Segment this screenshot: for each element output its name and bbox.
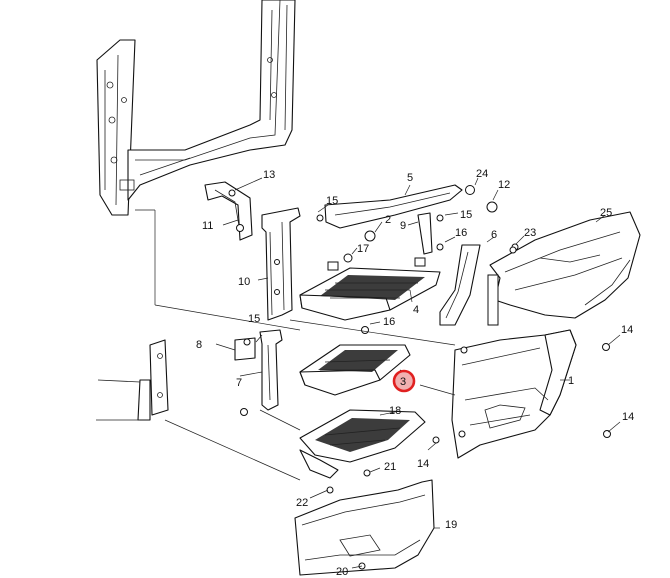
upper-step-4 bbox=[299, 257, 441, 321]
fasteners bbox=[240, 246, 611, 494]
callout-21: 21 bbox=[384, 461, 396, 473]
callout-4: 4 bbox=[413, 304, 419, 316]
callout-15b: 15 bbox=[460, 209, 472, 221]
callout-labels: 1 2 3 4 5 6 7 8 9 10 11 12 13 14 14 14 1… bbox=[196, 168, 634, 578]
bracket-10 bbox=[261, 207, 301, 321]
callout-3-highlight bbox=[392, 369, 416, 393]
lower-panel-19 bbox=[294, 479, 435, 576]
middle-step-3 bbox=[299, 344, 411, 396]
callout-6: 6 bbox=[491, 229, 497, 241]
leader-lines bbox=[135, 177, 621, 569]
callout-25: 25 bbox=[600, 207, 612, 219]
callout-14b: 14 bbox=[622, 411, 634, 423]
rail-5 bbox=[316, 184, 498, 263]
bracket-9 bbox=[417, 212, 433, 255]
lower-step-18 bbox=[299, 409, 440, 479]
callout-18: 18 bbox=[389, 405, 401, 417]
housing-1 bbox=[451, 329, 577, 459]
callout-23: 23 bbox=[524, 227, 536, 239]
callout-19: 19 bbox=[445, 519, 457, 531]
callout-10: 10 bbox=[238, 276, 250, 288]
callout-20: 20 bbox=[336, 566, 348, 578]
callout-15c: 15 bbox=[248, 313, 260, 325]
callout-22: 22 bbox=[296, 497, 308, 509]
callout-14a: 14 bbox=[621, 324, 633, 336]
callout-16b: 16 bbox=[383, 316, 395, 328]
callout-2: 2 bbox=[385, 214, 391, 226]
callout-12: 12 bbox=[498, 179, 510, 191]
callout-11: 11 bbox=[202, 220, 213, 232]
callout-7: 7 bbox=[236, 377, 242, 389]
callout-14c: 14 bbox=[417, 458, 429, 470]
fender-25 bbox=[487, 211, 641, 326]
hinge-plate bbox=[96, 339, 169, 421]
cab-frame bbox=[96, 0, 296, 216]
callout-17: 17 bbox=[357, 243, 369, 255]
callout-16a: 16 bbox=[455, 227, 467, 239]
bracket-7 bbox=[234, 329, 283, 411]
bracket-11 bbox=[204, 181, 253, 241]
callout-15a: 15 bbox=[326, 195, 338, 207]
callout-1: 1 bbox=[568, 375, 574, 387]
bracket-6 bbox=[439, 244, 481, 326]
callout-5: 5 bbox=[407, 172, 413, 184]
callout-8: 8 bbox=[196, 339, 202, 351]
callout-9: 9 bbox=[400, 220, 406, 232]
callout-24: 24 bbox=[476, 168, 488, 180]
callout-3: 3 bbox=[400, 376, 406, 388]
callout-13: 13 bbox=[263, 169, 275, 181]
